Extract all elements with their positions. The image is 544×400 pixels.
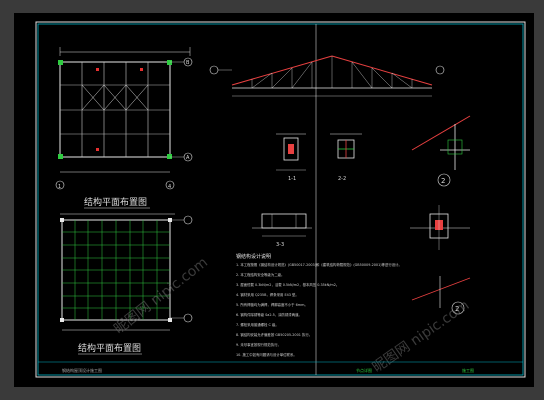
notes-line: 4. 钢材采用 Q235B，焊条采用 E43 型。: [236, 292, 299, 297]
node-detail-mid-right: [410, 205, 470, 250]
detail-bubble-2a: 2: [441, 177, 445, 185]
section-2-2-detail: [330, 133, 362, 159]
notes-line: 3. 屋面恒载 0.3kN/m2，活载 0.5kN/m2，基本风压 0.35kN…: [236, 282, 339, 287]
grid-letter-b: B: [186, 60, 190, 66]
sheet-inner-frame: [37, 23, 524, 376]
sheet-frame: [35, 21, 526, 378]
section-2-2-label: 2-2: [338, 176, 346, 182]
notes-line: 8. 钢结构安装允许偏差按 GB50205-2001 执行。: [236, 332, 312, 337]
truss-elevation: [209, 55, 445, 97]
bottom-plan-title: 结构平面布置图: [78, 342, 141, 354]
title-block-mid: 节点详图: [356, 367, 372, 373]
grid-letter-a: A: [186, 155, 190, 161]
notes-line: 1. 本工程按照《钢结构设计规范》(GB50017-2003)和《建筑结构荷载规…: [236, 262, 402, 267]
notes-line: 10. 施工中如有问题请与设计单位联系。: [236, 352, 297, 357]
notes-line: 2. 本工程结构安全等级为二级。: [236, 272, 284, 277]
section-1-1-detail: [276, 133, 306, 171]
bottom-plan: [60, 213, 193, 331]
grid-number-4: 4: [168, 184, 171, 190]
section-3-3-detail: [252, 213, 312, 237]
notes-line: 5. 所有焊缝均为满焊，焊脚高度不小于 6mm。: [236, 302, 308, 307]
notes-line: 7. 螺栓采用普通螺栓 C 级。: [236, 322, 279, 327]
node-detail-lower-right: [411, 276, 471, 315]
section-1-1-label: 1-1: [288, 176, 296, 182]
title-block-right: 施工图: [462, 367, 474, 373]
top-plan: [55, 47, 193, 190]
section-3-3-label: 3-3: [276, 242, 284, 248]
notes-line: 9. 未尽事宜按现行规范执行。: [236, 342, 281, 347]
notes-block: 1. 本工程按照《钢结构设计规范》(GB50017-2003)和《建筑结构荷载规…: [236, 262, 402, 357]
grid-number-1: 1: [58, 184, 61, 190]
top-plan-title: 结构平面布置图: [84, 196, 147, 208]
sheet-background: [14, 13, 534, 387]
detail-bubble-2b: 2: [455, 305, 459, 313]
notes-line: 6. 钢构件除锈等级 Sa2.5，涂防锈漆两道。: [236, 312, 302, 317]
title-block-left: 钢结构屋顶设计施工图: [62, 367, 102, 373]
node-detail-top-right: [411, 115, 471, 187]
notes-title: 钢结构设计说明: [236, 253, 271, 260]
